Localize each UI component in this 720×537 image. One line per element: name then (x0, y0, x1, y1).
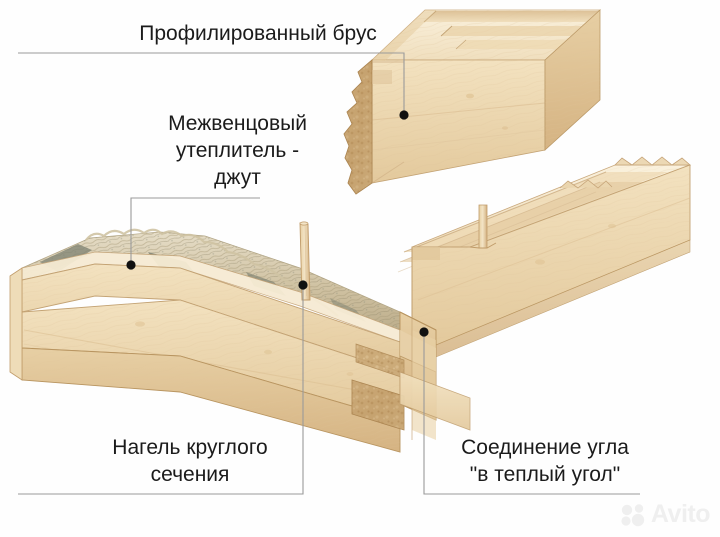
label-warm-corner: Соединение угла "в теплый угол" (461, 436, 629, 486)
label-round-dowel: Нагель круглого сечения (112, 436, 268, 486)
dot-round-dowel (298, 280, 308, 290)
dot-profiled-beam (399, 110, 409, 120)
dot-interlayer-insulation (126, 260, 136, 270)
leader-interlayer-insulation (130, 197, 260, 262)
leader-profiled-beam (18, 52, 405, 112)
leader-lines (18, 52, 640, 495)
label-interlayer-insulation: Межвенцовый утеплитель - джут (168, 112, 307, 189)
corner-right-beam (397, 156, 692, 358)
leader-dots (126, 110, 429, 337)
dot-warm-corner (419, 327, 429, 337)
leader-warm-corner (423, 335, 640, 495)
corner-left-beam (9, 228, 401, 453)
warm-corner-joint (351, 247, 471, 440)
profiled-beam-sample (343, 9, 602, 195)
label-profiled-beam: Профилированный брус (139, 22, 377, 45)
leader-round-dowel (18, 288, 304, 495)
